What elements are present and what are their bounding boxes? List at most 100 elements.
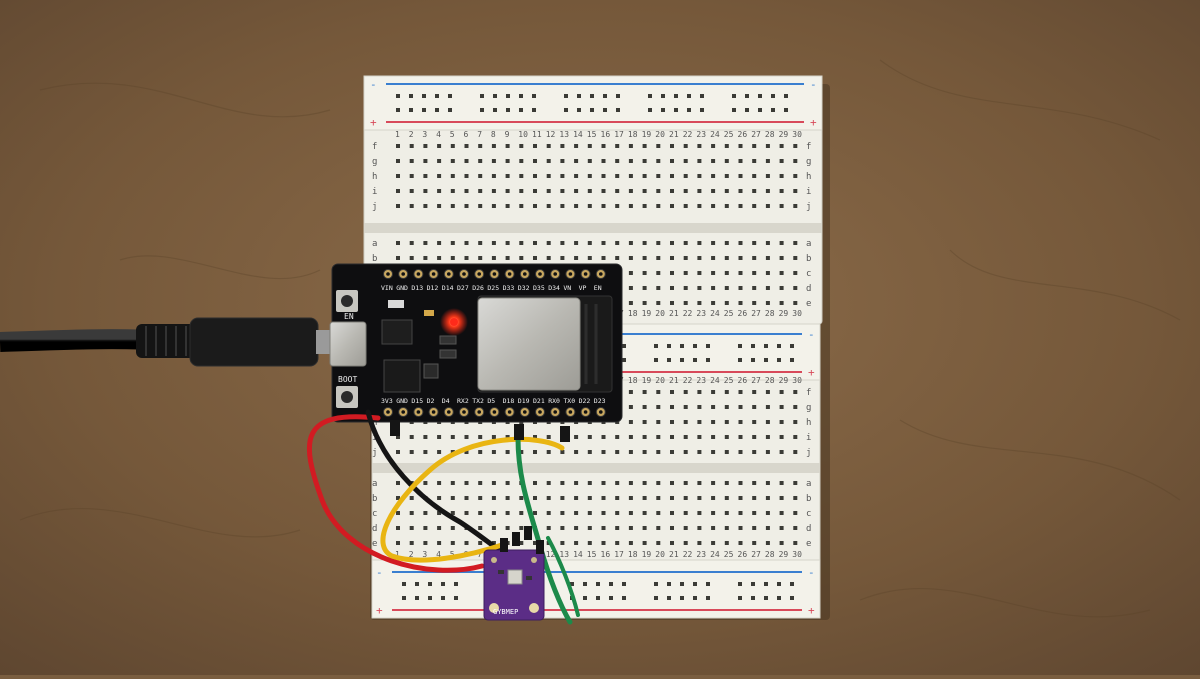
column-label: 9 (505, 130, 510, 139)
breadboard-hole (505, 144, 510, 148)
rail-hole (577, 108, 581, 112)
esp32-pin-label: D19 (518, 397, 530, 405)
row-label: b (806, 254, 811, 264)
breadboard-hole (656, 241, 661, 245)
breadboard-hole (587, 159, 592, 163)
breadboard-hole (642, 144, 647, 148)
rail-minus-label: - (810, 78, 817, 91)
breadboard-hole (738, 526, 743, 530)
breadboard-hole (587, 189, 592, 193)
breadboard-hole (724, 159, 729, 163)
breadboard-hole (656, 526, 661, 530)
breadboard-hole (533, 450, 537, 454)
esp32-pin-label: VIN (381, 284, 393, 292)
breadboard-hole (738, 541, 743, 545)
rail-hole (777, 344, 781, 348)
breadboard-hole (656, 159, 661, 163)
breadboard-hole (478, 526, 483, 530)
column-label: 24 (710, 376, 720, 385)
header-pin-hole (477, 410, 482, 414)
breadboard-hole (519, 450, 524, 454)
rail-hole (771, 94, 775, 98)
breadboard-hole (437, 256, 442, 260)
header-pin-hole (431, 272, 436, 276)
breadboard-hole (396, 541, 400, 545)
column-label: 7 (477, 130, 482, 139)
breadboard-hole (752, 435, 757, 439)
breadboard-hole (464, 204, 469, 208)
rail-hole (790, 358, 794, 362)
rail-hole (622, 358, 626, 362)
rail-hole (790, 596, 794, 600)
breadboard-hole (491, 496, 496, 500)
column-label: 16 (601, 550, 611, 559)
breadboard-hole (738, 286, 743, 290)
column-label: 3 (422, 130, 427, 139)
breadboard-hole (642, 481, 647, 485)
breadboard-hole (765, 511, 770, 515)
boot-button[interactable] (336, 386, 358, 408)
breadboard-hole (752, 286, 757, 290)
esp32-pin-label: D18 (503, 397, 515, 405)
breadboard-hole (724, 301, 729, 305)
column-label: 19 (642, 130, 652, 139)
breadboard-hole (409, 204, 414, 208)
rail-hole (422, 108, 426, 112)
row-label: h (806, 418, 811, 428)
breadboard-hole (779, 159, 784, 163)
breadboard-hole (642, 526, 647, 530)
breadboard-hole (724, 526, 729, 530)
en-button[interactable] (336, 290, 358, 312)
breadboard-hole (670, 481, 674, 485)
breadboard-hole (628, 241, 633, 245)
breadboard-hole (546, 450, 551, 454)
breadboard-hole (423, 541, 428, 545)
column-label: 21 (669, 309, 679, 318)
column-label: 25 (724, 550, 734, 559)
breadboard-hole (519, 541, 524, 545)
breadboard-hole (437, 541, 442, 545)
breadboard-hole (752, 481, 757, 485)
column-label: 14 (573, 550, 583, 559)
sensor-mount-hole-4 (531, 557, 537, 563)
breadboard-hole (697, 405, 702, 409)
breadboard-hole (615, 256, 620, 260)
breadboard-hole (423, 174, 428, 178)
breadboard-hole (779, 286, 784, 290)
breadboard-hole (697, 271, 702, 275)
rail-hole (583, 596, 587, 600)
breadboard-hole (738, 450, 743, 454)
breadboard-hole (505, 159, 510, 163)
breadboard-hole (683, 241, 688, 245)
center-channel-bottom (372, 463, 820, 473)
breadboard-hole (642, 271, 647, 275)
column-label: 29 (779, 550, 789, 559)
column-label: 30 (792, 309, 802, 318)
breadboard-hole (396, 174, 400, 178)
breadboard-hole (683, 481, 688, 485)
header-pin-hole (447, 410, 451, 414)
breadboard-hole (765, 174, 770, 178)
breadboard-hole (533, 481, 537, 485)
breadboard-hole (546, 159, 551, 163)
breadboard-hole (697, 450, 702, 454)
center-channel-top (364, 223, 822, 233)
breadboard-hole (574, 526, 579, 530)
column-label: 18 (628, 376, 638, 385)
breadboard-hole (793, 511, 798, 515)
sensor-mount-hole-3 (491, 557, 497, 563)
breadboard-hole (615, 450, 620, 454)
breadboard-hole (656, 189, 661, 193)
smd-component-4 (439, 349, 457, 359)
breadboard-hole (505, 435, 510, 439)
breadboard-hole (752, 450, 757, 454)
esp32-pin-label: RX0 (548, 397, 560, 405)
rail-hole (680, 344, 684, 348)
rail-hole (616, 108, 620, 112)
breadboard-hole (560, 526, 565, 530)
breadboard-hole (478, 241, 483, 245)
breadboard-hole (533, 144, 537, 148)
sensor-pcb (483, 549, 545, 621)
breadboard-hole (396, 241, 400, 245)
breadboard-hole (437, 435, 442, 439)
